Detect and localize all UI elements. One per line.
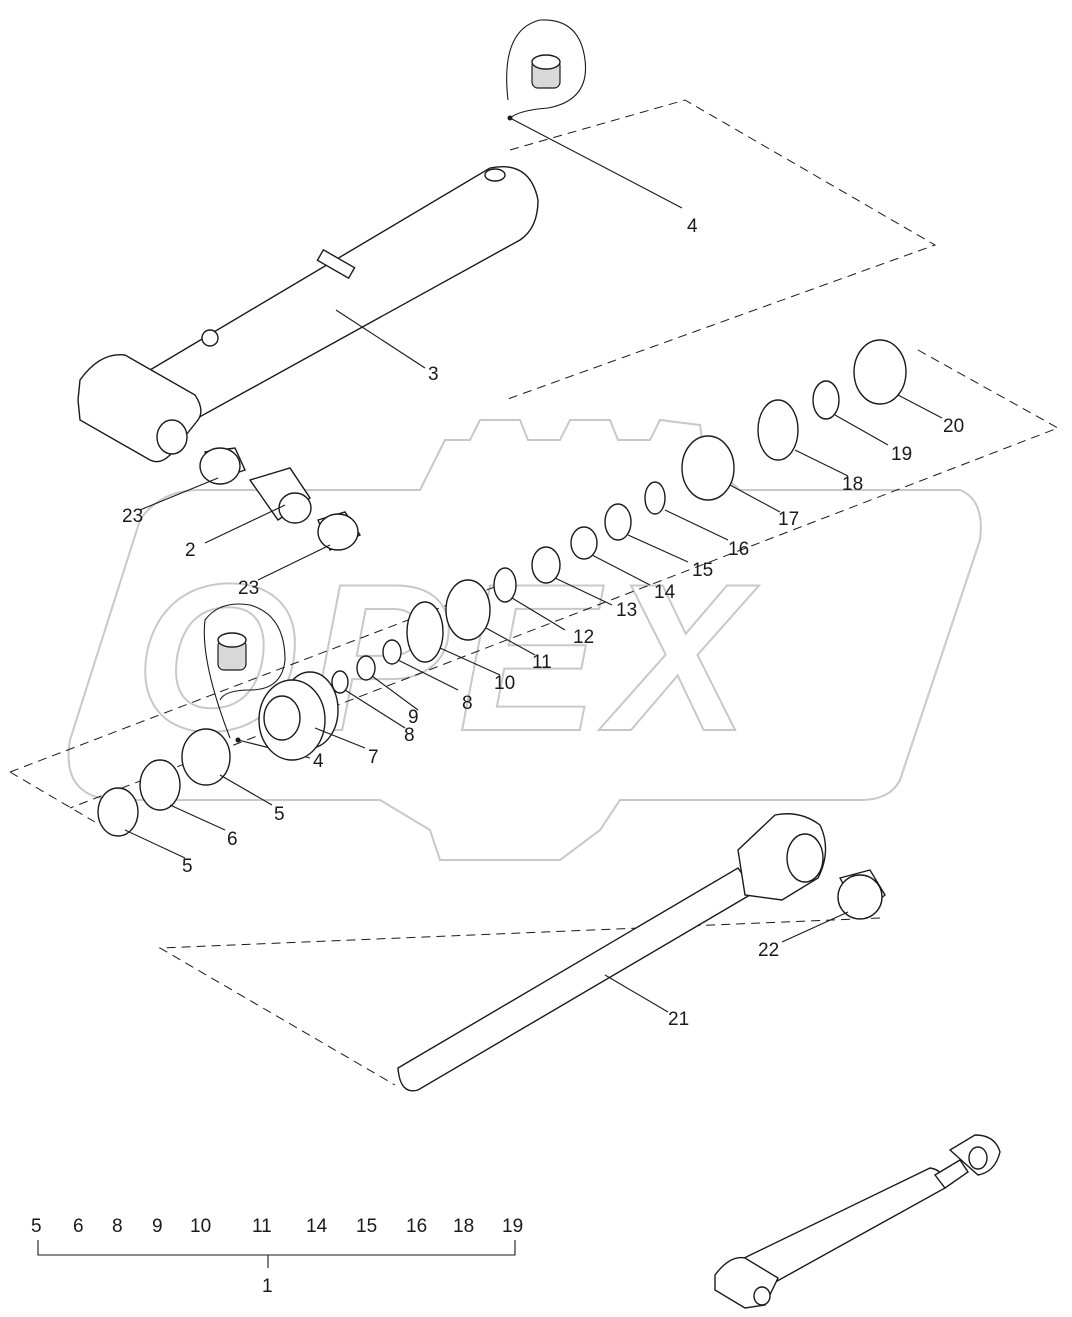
callout-8-left: 8 — [404, 725, 415, 746]
callout-20: 20 — [943, 416, 964, 437]
grease-fitting-detail-top — [506, 19, 683, 209]
callout-5-left: 5 — [182, 856, 193, 877]
callout-2: 2 — [185, 540, 196, 561]
kit-item-15: 15 — [356, 1216, 377, 1237]
kit-item-16: 16 — [406, 1216, 427, 1237]
kit-label: 1 — [262, 1276, 273, 1297]
piston — [258, 671, 366, 761]
callout-16: 16 — [728, 539, 749, 560]
callout-4-top: 4 — [687, 216, 698, 237]
piston-rod — [397, 813, 886, 1092]
kit-item-8: 8 — [112, 1216, 123, 1237]
callout-8-right: 8 — [462, 693, 473, 714]
callout-13: 13 — [616, 600, 637, 621]
callout-4-lower: 4 — [313, 751, 324, 772]
callout-9: 9 — [408, 707, 419, 728]
callout-21: 21 — [668, 1009, 689, 1030]
kit-item-9: 9 — [152, 1216, 163, 1237]
kit-item-14: 14 — [306, 1216, 328, 1237]
callout-11: 11 — [532, 652, 552, 673]
callout-7: 7 — [368, 747, 379, 768]
kit-bracket — [37, 1240, 516, 1268]
kit-item-10: 10 — [190, 1216, 211, 1237]
callout-3: 3 — [428, 364, 439, 385]
callout-18: 18 — [842, 474, 863, 495]
callout-10: 10 — [494, 673, 515, 694]
kit-item-18: 18 — [453, 1216, 474, 1237]
callout-22: 22 — [758, 940, 779, 961]
callout-19: 19 — [891, 444, 912, 465]
kit-item-11: 11 — [252, 1216, 272, 1237]
kit-item-5: 5 — [31, 1216, 42, 1237]
callout-23-lower: 23 — [238, 578, 259, 599]
callout-15: 15 — [692, 560, 713, 581]
grease-fitting-detail-lower — [203, 603, 311, 759]
bushings — [139, 447, 362, 581]
callout-12: 12 — [573, 627, 594, 648]
kit-list: 5 6 8 9 10 11 14 15 16 18 19 1 — [31, 1216, 523, 1297]
kit-item-19: 19 — [502, 1216, 523, 1237]
callout-23-upper: 23 — [122, 506, 143, 527]
callout-5-right: 5 — [274, 804, 285, 825]
callout-6: 6 — [227, 829, 238, 850]
cylinder-barrel — [77, 166, 539, 463]
kit-item-6: 6 — [73, 1216, 84, 1237]
seals-and-rings — [97, 339, 943, 859]
callout-17: 17 — [778, 509, 799, 530]
callout-labels: 4 3 20 19 18 23 17 16 2 15 23 14 13 12 1… — [122, 216, 964, 1030]
assembled-cylinder-overview — [714, 1134, 1001, 1309]
callout-14: 14 — [654, 582, 676, 603]
